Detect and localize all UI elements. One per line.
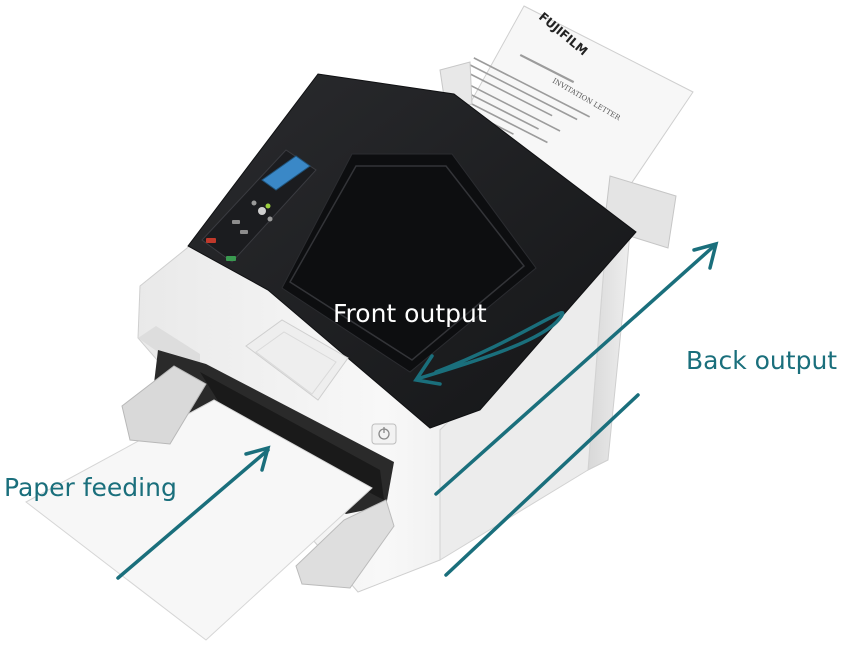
front-cover[interactable]	[245, 319, 349, 401]
ok-button[interactable]	[258, 207, 266, 215]
power-icon	[378, 427, 390, 440]
feed-guides	[121, 365, 395, 589]
back-output-label: Back output	[686, 346, 838, 375]
job-button[interactable]	[240, 230, 248, 234]
paper-feeding-arrow-icon	[116, 445, 271, 580]
back-button[interactable]	[226, 256, 236, 261]
lcd-screen	[261, 155, 311, 191]
power-button[interactable]	[371, 423, 397, 445]
status-light	[265, 203, 271, 209]
front-output-label: Front output	[333, 299, 487, 328]
front-output-arrow-icon	[413, 311, 565, 386]
menu-button[interactable]	[232, 220, 240, 224]
down-button[interactable]	[267, 216, 273, 222]
paper-feeding-label: Paper feeding	[4, 473, 177, 502]
back-output-arrow-icon	[434, 241, 719, 577]
up-button[interactable]	[251, 200, 257, 206]
cancel-button[interactable]	[206, 238, 216, 243]
control-panel	[201, 149, 317, 263]
